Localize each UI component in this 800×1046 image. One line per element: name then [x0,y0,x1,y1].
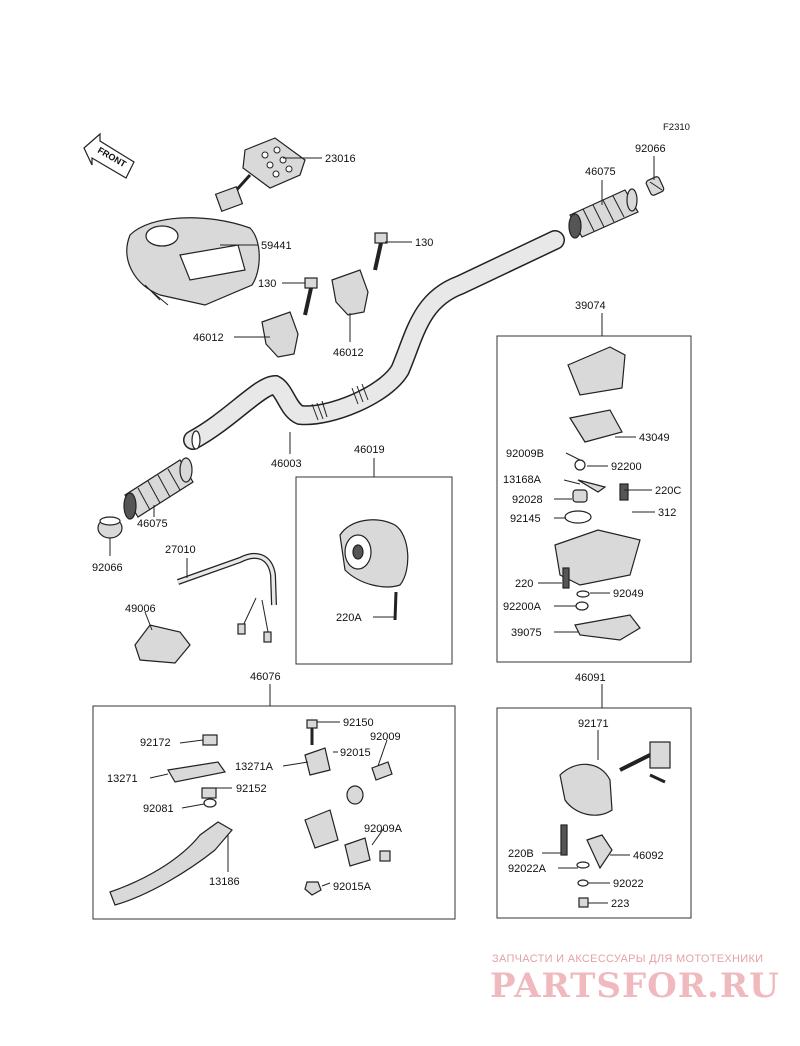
figure-code: F2310 [663,122,690,133]
part-label: 92172 [140,737,171,749]
part-label: 92028 [512,494,543,506]
left-end-cap-illustration [97,516,123,539]
part-label: 220C [655,485,681,497]
right-grip-illustration [568,188,639,239]
part-label: 92022 [613,878,644,890]
part-label: 92009 [370,731,401,743]
part-label: 92049 [613,588,644,600]
brake-lever-illustration [109,719,393,906]
part-label: 49006 [125,603,156,615]
front-arrow-icon: FRONT [83,132,135,179]
throttle-assembly-group-box [496,335,692,663]
part-label: 46092 [633,850,664,862]
throttle-cable-illustration [176,552,277,643]
part-label: 220B [508,848,534,860]
handlebar-illustration [183,230,565,450]
part-label: 223 [611,898,629,910]
part-label: 46012 [193,332,224,344]
left-grip-illustration [123,457,194,520]
part-label: 13271 [107,773,138,785]
part-label: 220A [336,612,362,624]
connector-block-illustration [214,137,306,212]
part-label: 92009B [506,448,544,460]
part-label: 27010 [165,544,196,556]
part-label: 130 [415,237,433,249]
group-label: 46019 [354,444,385,456]
part-label: 92150 [343,717,374,729]
part-label: 92200 [611,461,642,473]
part-label: 59441 [261,240,292,252]
part-label: 92015A [333,881,372,893]
part-label: 220 [515,578,533,590]
part-label: 92009A [364,823,403,835]
part-label: 92066 [635,143,666,155]
part-label: 92015 [340,747,371,759]
part-label: 92081 [143,803,174,815]
watermark-tagline: ЗАПЧАСТИ И АКСЕССУАРЫ ДЛЯ МОТОТЕХНИКИ [492,953,763,965]
starter-switch-illustration [559,741,671,908]
handlebar-clamps-illustration [261,269,369,358]
handlebar-clamp-bolts-illustration [303,232,388,316]
part-label: 13271A [235,761,274,773]
part-label: 46075 [585,166,616,178]
part-label: 92152 [236,783,267,795]
cable-holder-illustration [134,624,191,664]
part-label: 92066 [92,562,123,574]
part-label: 312 [658,507,676,519]
group-label: 46076 [250,671,281,683]
part-label: 46012 [333,347,364,359]
group-label: 39074 [575,300,606,312]
switch-housing-illustration [339,519,409,621]
brake-lever-group-box [92,705,456,920]
leader-lines [109,156,655,904]
part-label: 130 [258,278,276,290]
part-label: 13186 [209,876,240,888]
watermark-brand: PARTSFOR.RU [490,966,780,1006]
part-label: 92200A [503,601,542,613]
part-label: 92145 [510,513,541,525]
throttle-assembly-illustration [554,346,641,641]
part-label: 92171 [578,718,609,730]
part-label: 92022A [508,863,547,875]
part-label: 39075 [511,627,542,639]
starter-switch-group-box [496,707,692,919]
part-label: 46075 [137,518,168,530]
group-label: 46091 [575,672,606,684]
part-label: 46003 [271,458,302,470]
right-end-cap-illustration [645,176,665,196]
part-label: 23016 [325,153,356,165]
handlebar-cover-illustration [126,217,260,306]
part-label: 43049 [639,432,670,444]
part-label: 13168A [503,474,542,486]
